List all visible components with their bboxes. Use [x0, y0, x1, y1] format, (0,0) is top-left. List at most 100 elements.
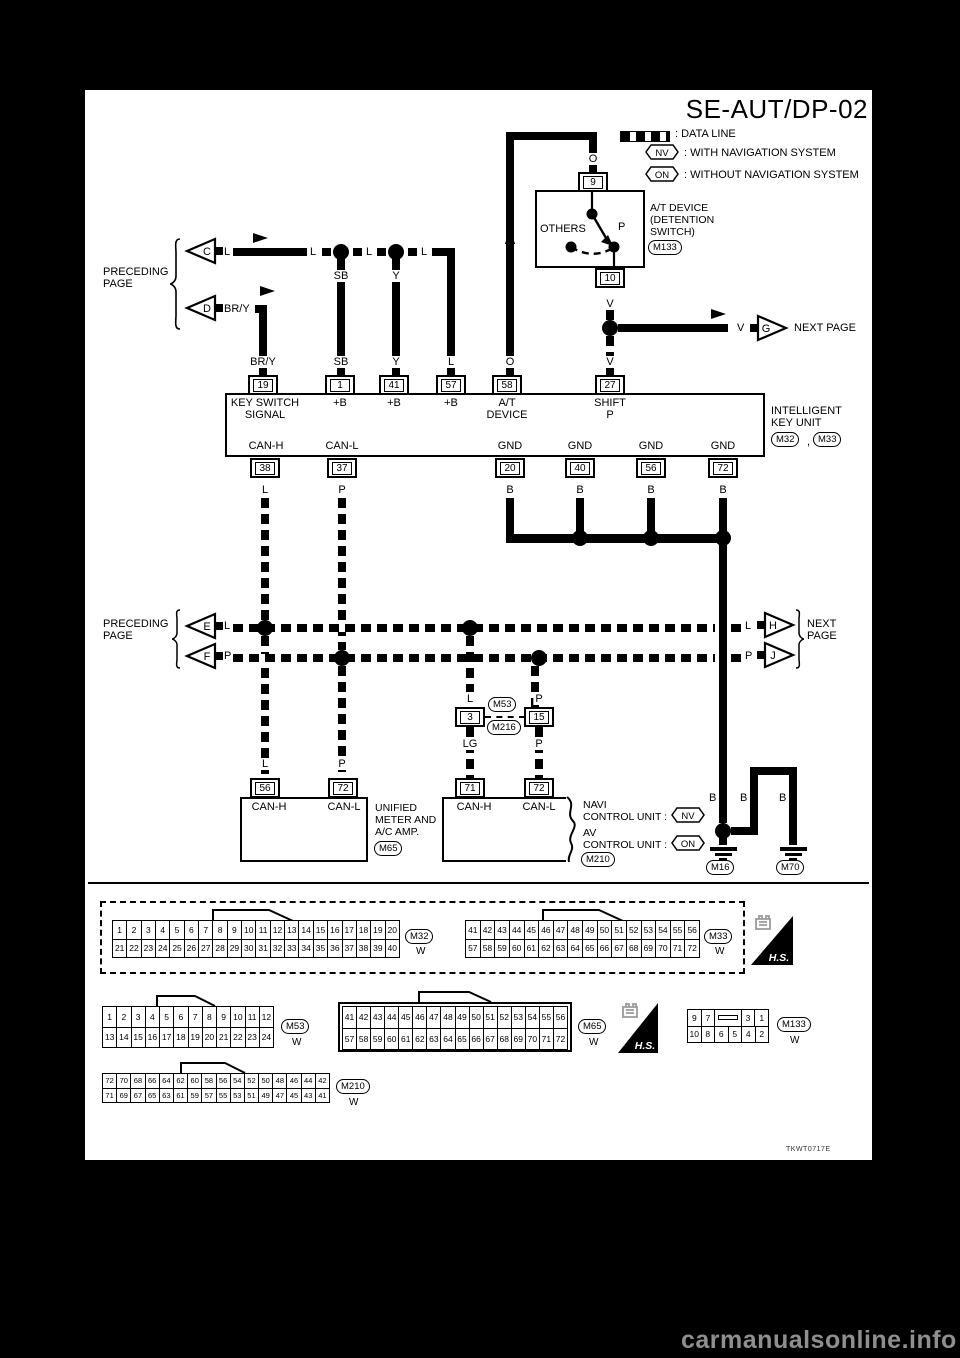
detention-switch-icon: [565, 190, 620, 268]
pin-70: 70: [116, 1074, 130, 1088]
wire-color-label: BR/Y: [224, 303, 250, 315]
pin-30: 30: [241, 939, 255, 957]
iku-pin-function: P: [606, 409, 614, 421]
wire-color-label: P: [533, 693, 545, 705]
pin-72: 72: [552, 1028, 567, 1049]
connector-color: W: [589, 1037, 599, 1048]
junction-dot: [333, 244, 349, 260]
connector-ref-m133: M133: [777, 1017, 811, 1032]
pin-4: 4: [144, 1007, 159, 1027]
pin-10: 10: [689, 1029, 699, 1039]
junction-dot: [715, 530, 731, 546]
pin-64: 64: [440, 1028, 454, 1049]
pin-68: 68: [496, 1028, 511, 1049]
pin-7: 7: [187, 1007, 202, 1027]
pin-59: 59: [370, 1028, 384, 1049]
pin-31: 31: [255, 939, 269, 957]
next-page-label-1: NEXT: [807, 618, 837, 630]
junction-dot: [572, 530, 588, 546]
svg-text:H.S.: H.S.: [769, 952, 790, 964]
pin-45: 45: [523, 921, 539, 939]
wire-sb-vertical: [337, 258, 345, 375]
pin-66: 66: [144, 1074, 159, 1088]
pin-10: 10: [241, 921, 255, 939]
wire-o-stub: [589, 132, 597, 172]
connector-color: W: [292, 1037, 302, 1048]
navi-box-wavy-edge: [566, 796, 576, 863]
pin-2: 2: [754, 1026, 769, 1042]
direction-up-arrow-icon: [505, 228, 515, 244]
wire-color-label: SB: [331, 356, 351, 368]
terminal-72: 72: [708, 458, 738, 478]
pin-69: 69: [510, 1028, 525, 1049]
pin-52: 52: [496, 1007, 511, 1028]
pin-2: 2: [126, 921, 140, 939]
wire-b-elbow: [731, 827, 758, 835]
terminal-56: 56: [636, 458, 666, 478]
pin-54: 54: [229, 1074, 244, 1088]
pin-68: 68: [130, 1074, 144, 1088]
wire-color-label: O: [586, 153, 600, 165]
ground-ref-m70: M70: [776, 860, 805, 875]
pin-58: 58: [356, 1028, 370, 1049]
pin-46: 46: [286, 1074, 300, 1088]
pin-43: 43: [494, 921, 509, 939]
iku-pin-function: CAN-L: [325, 440, 359, 452]
iku-pin-function: GND: [638, 440, 664, 452]
pin-65: 65: [582, 939, 597, 957]
terminal-9: 9: [578, 172, 608, 192]
pin-44: 44: [384, 1007, 398, 1028]
pin-5: 5: [727, 1026, 742, 1042]
terminal-27: 27: [595, 375, 625, 395]
pin-3: 3: [140, 921, 155, 939]
pin-1: 1: [754, 1010, 768, 1026]
next-page-label-2: PAGE: [807, 630, 837, 642]
ground-symbol-icon: [709, 845, 737, 862]
pin-19: 19: [370, 921, 384, 939]
meter-name-2: METER AND: [375, 814, 437, 826]
connector-g: G: [750, 314, 789, 342]
terminal-71-m210: 71: [455, 778, 485, 798]
pin-62: 62: [538, 939, 553, 957]
iku-name-2: KEY UNIT: [771, 417, 822, 429]
junction-dot: [531, 650, 547, 666]
svg-text:ON: ON: [681, 839, 695, 850]
pin-3: 3: [740, 1010, 755, 1026]
pin-50: 50: [258, 1074, 272, 1088]
ground-ref-m16: M16: [706, 860, 735, 875]
pin-66: 66: [596, 939, 612, 957]
svg-text:ON: ON: [655, 170, 669, 181]
at-device-box: [535, 190, 645, 268]
wire-b-vertical: [576, 498, 584, 538]
pin-1: 1: [117, 924, 123, 935]
pin-47: 47: [272, 1088, 286, 1102]
svg-text:NV: NV: [681, 811, 695, 822]
pin-55: 55: [215, 1088, 230, 1102]
pin-70: 70: [655, 939, 670, 957]
pin-43: 43: [370, 1007, 384, 1028]
junction-dot: [388, 244, 404, 260]
wire-color-label: B: [719, 484, 727, 496]
svg-text:H.S.: H.S.: [635, 1040, 656, 1052]
connector-color: W: [416, 946, 426, 957]
pin-72: 72: [684, 939, 699, 957]
connector-color: W: [790, 1035, 800, 1046]
pin-57: 57: [344, 1033, 355, 1044]
pin-42: 42: [314, 1074, 329, 1088]
pin-71: 71: [105, 1090, 114, 1100]
junction-dot: [643, 530, 659, 546]
pin-62: 62: [412, 1028, 426, 1049]
navi-pin-function: CAN-L: [522, 801, 556, 813]
pin-64: 64: [158, 1074, 173, 1088]
terminal-15: 15: [524, 707, 554, 727]
switch-pos-p: P: [618, 221, 626, 233]
pin-41: 41: [344, 1012, 355, 1022]
pin-16: 16: [327, 921, 341, 939]
preceding-page-label-1: PRECEDING: [103, 618, 169, 630]
pin-51: 51: [611, 921, 626, 939]
pin-71: 71: [669, 939, 685, 957]
terminal-3: 3: [455, 707, 485, 727]
ground-bus: [506, 534, 727, 543]
